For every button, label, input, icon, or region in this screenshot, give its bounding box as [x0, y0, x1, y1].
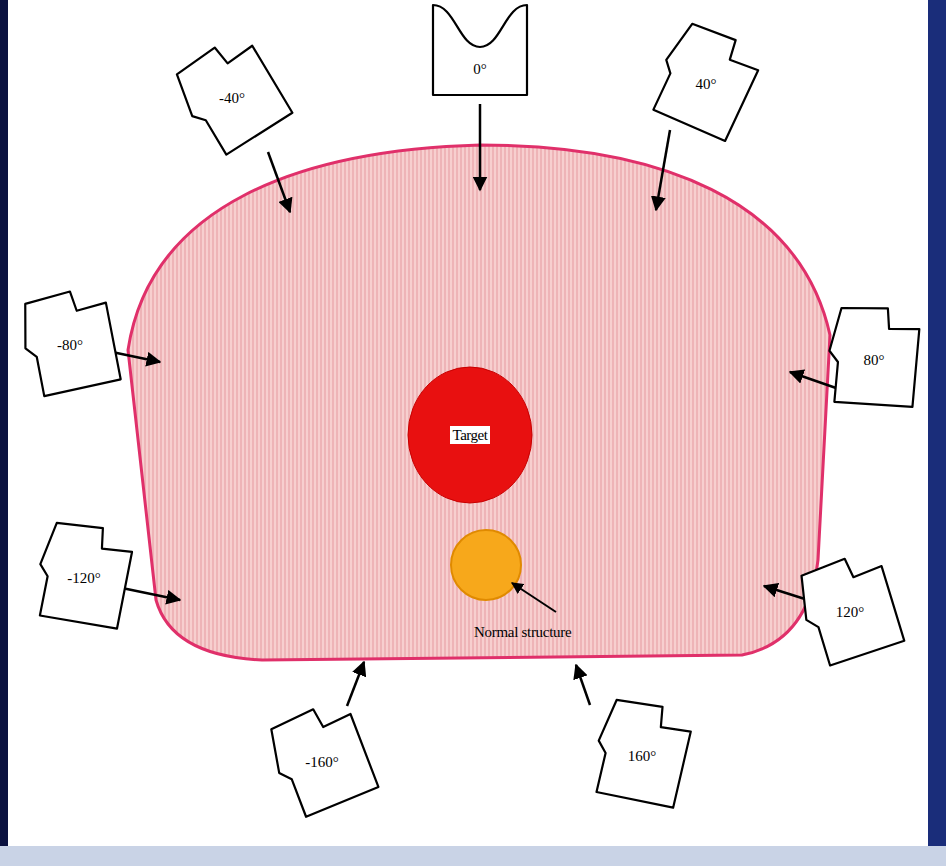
- beam-angle: -80°: [57, 337, 83, 354]
- leader-line: [512, 583, 556, 612]
- beam-angle: 80°: [864, 352, 885, 369]
- beam-field: 80°: [809, 295, 939, 425]
- structure-label: Normal structure: [474, 624, 571, 641]
- body-outline: [128, 145, 830, 660]
- beam-field: -120°: [19, 513, 149, 643]
- target-circle: Target: [408, 367, 532, 503]
- frame-edge: [928, 0, 946, 866]
- frame-edge: [0, 0, 8, 866]
- beam-field: 120°: [785, 547, 915, 677]
- target-volume: [408, 367, 532, 503]
- beam-field: 160°: [577, 691, 707, 821]
- beam-field: -80°: [5, 280, 135, 410]
- beam-angle: -40°: [219, 90, 245, 107]
- beam-angle: 40°: [696, 76, 717, 93]
- beam-arrows: [112, 104, 836, 706]
- beam-angle: 160°: [628, 748, 657, 765]
- beam-angle: -120°: [67, 570, 101, 587]
- beam-angle: 120°: [836, 604, 865, 621]
- frame-edge: [0, 846, 946, 866]
- normal-structure: [451, 530, 521, 600]
- beam-field: 0°: [415, 0, 545, 121]
- beam-field: 40°: [641, 19, 771, 149]
- collimator-shape: [415, 0, 545, 121]
- beam-field: -40°: [167, 33, 297, 163]
- target-label: Target: [450, 426, 491, 445]
- beam-angle: -160°: [305, 754, 339, 771]
- beam-field: -160°: [257, 697, 387, 827]
- beam-angle: 0°: [473, 61, 487, 78]
